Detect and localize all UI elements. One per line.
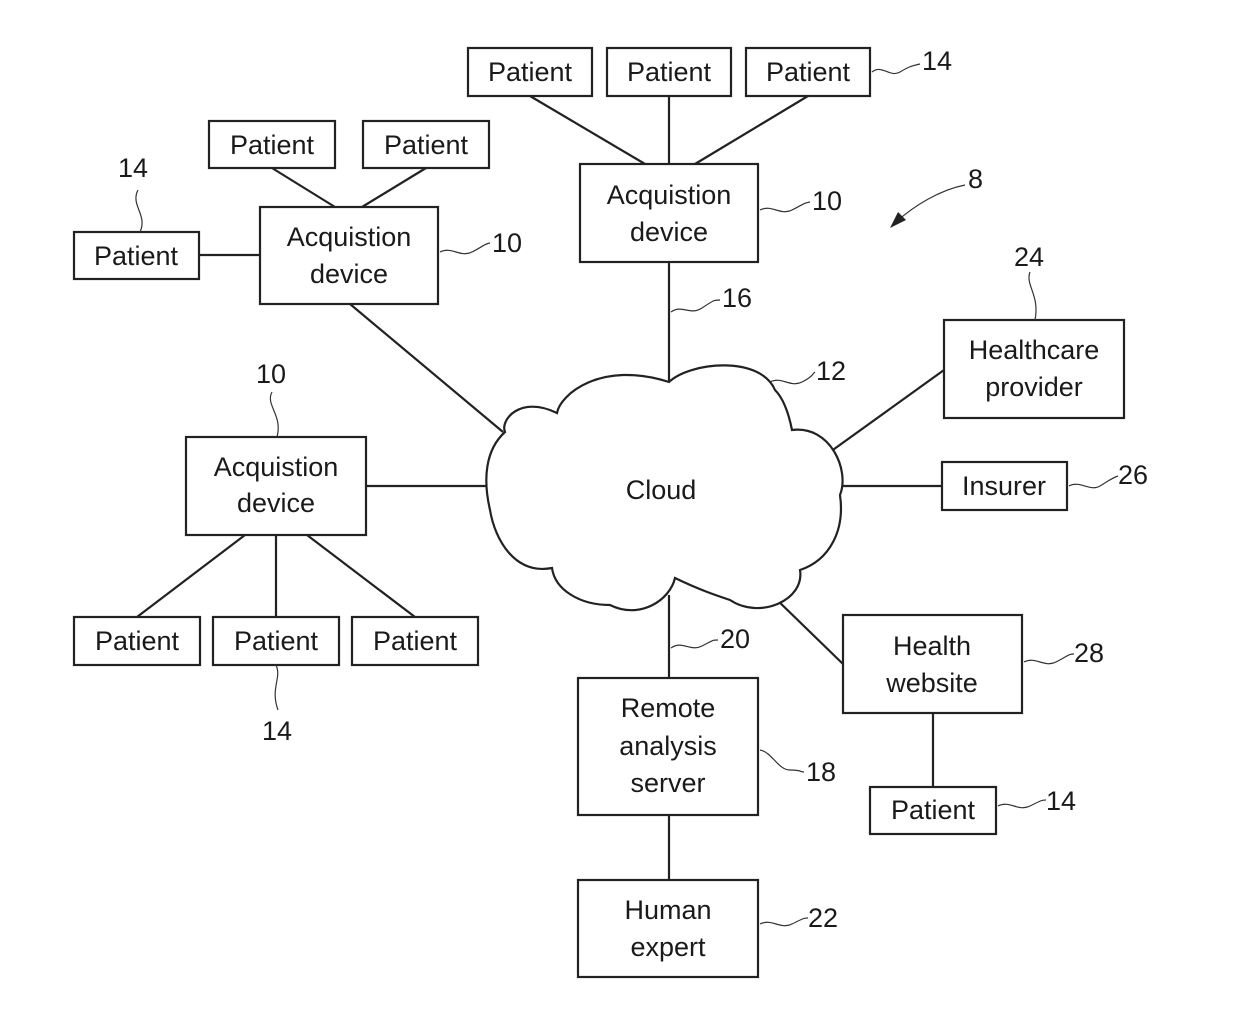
remote-analysis-server-box[interactable]: Remote analysis server: [578, 678, 758, 815]
ref-acq-left-lower: 10: [256, 359, 286, 389]
patient-box-top-3[interactable]: Patient: [746, 48, 870, 96]
patient-label: Patient: [95, 626, 180, 656]
node-label-line: Acquistion: [287, 222, 412, 252]
leader-line: [760, 918, 808, 926]
node-label-line: device: [630, 217, 708, 247]
patient-box-top-2[interactable]: Patient: [607, 48, 731, 96]
acquisition-device-top[interactable]: Acquistion device: [580, 164, 758, 262]
ref-link-top: 16: [722, 283, 752, 313]
leader-line: [760, 202, 810, 212]
node-label-line: Human: [624, 895, 711, 925]
ref-patient-left-upper: 14: [118, 153, 148, 183]
ref-link-bottom: 20: [720, 624, 750, 654]
ref-patient-left-lower: 14: [262, 716, 292, 746]
edge-patient-top1-acq-top: [530, 96, 645, 164]
leader-line: [896, 185, 965, 222]
edge-patient-lu1-acq-lu: [272, 168, 335, 207]
node-label-line: expert: [630, 932, 706, 962]
acquisition-device-left-upper[interactable]: Acquistion device: [260, 207, 438, 304]
edge-acq-lu-cloud: [350, 304, 503, 432]
edge-patient-lu2-acq-lu: [362, 168, 426, 207]
leader-line: [1024, 654, 1074, 664]
node-label-line: device: [237, 488, 315, 518]
insurer-box[interactable]: Insurer: [942, 462, 1067, 510]
arrowhead-icon: [890, 212, 906, 228]
ref-healthcare: 24: [1014, 242, 1044, 272]
ref-cloud: 12: [816, 356, 846, 386]
health-website-box[interactable]: Health website: [843, 615, 1022, 713]
edge-cloud-website: [773, 596, 843, 664]
edge-acq-ll-patient3: [307, 535, 415, 617]
node-label-line: Remote: [621, 693, 716, 723]
leader-line: [136, 190, 142, 232]
leader-line: [275, 665, 278, 710]
node-label-line: Health: [893, 631, 971, 661]
acquisition-device-left-lower[interactable]: Acquistion device: [186, 437, 366, 535]
cloud-label: Cloud: [626, 475, 697, 505]
patient-box-top-1[interactable]: Patient: [468, 48, 592, 96]
node-label-line: Acquistion: [607, 180, 732, 210]
healthcare-provider-box[interactable]: Healthcare provider: [944, 320, 1124, 418]
edge-patient-top3-acq-top: [695, 96, 808, 164]
patient-label: Patient: [891, 795, 976, 825]
patient-box-left-upper-2[interactable]: Patient: [363, 121, 489, 168]
leader-line: [872, 64, 920, 74]
ref-acq-top: 10: [812, 186, 842, 216]
ref-patient-top: 14: [922, 46, 952, 76]
patient-box-website[interactable]: Patient: [870, 787, 996, 834]
ref-acq-left-upper: 10: [492, 228, 522, 258]
leader-line: [671, 640, 718, 648]
ref-patient-website: 14: [1046, 786, 1076, 816]
leader-line: [760, 750, 804, 772]
patient-box-left-upper-3[interactable]: Patient: [74, 232, 199, 279]
patient-label: Patient: [373, 626, 458, 656]
patient-box-left-lower-1[interactable]: Patient: [74, 617, 200, 665]
node-label-line: device: [310, 259, 388, 289]
ref-website: 28: [1074, 638, 1104, 668]
cloud-node[interactable]: Cloud: [486, 365, 842, 610]
patient-box-left-lower-2[interactable]: Patient: [213, 617, 339, 665]
node-label-line: analysis: [619, 731, 717, 761]
patient-label: Patient: [234, 626, 319, 656]
leader-line: [770, 372, 815, 384]
leader-line: [1069, 476, 1118, 488]
leader-line: [1029, 272, 1036, 320]
ref-insurer: 26: [1118, 460, 1148, 490]
patient-label: Patient: [488, 57, 573, 87]
node-label-line: Acquistion: [214, 452, 339, 482]
leader-line: [998, 800, 1046, 808]
node-label-line: provider: [985, 372, 1083, 402]
leader-line: [440, 243, 490, 254]
ref-system: 8: [968, 164, 983, 194]
node-label-line: website: [885, 668, 978, 698]
patient-label: Patient: [94, 241, 179, 271]
node-label-line: server: [630, 768, 705, 798]
patient-box-left-upper-1[interactable]: Patient: [209, 121, 335, 168]
patient-label: Patient: [384, 130, 469, 160]
patient-label: Patient: [627, 57, 712, 87]
leader-line: [270, 392, 278, 437]
patient-label: Patient: [766, 57, 851, 87]
edge-acq-ll-patient1: [137, 535, 245, 617]
patient-label: Patient: [230, 130, 315, 160]
patient-box-left-lower-3[interactable]: Patient: [352, 617, 478, 665]
ref-server: 18: [806, 757, 836, 787]
ref-expert: 22: [808, 903, 838, 933]
human-expert-box[interactable]: Human expert: [578, 880, 758, 977]
node-label-line: Healthcare: [969, 335, 1100, 365]
edge-cloud-healthcare: [830, 370, 944, 452]
leader-line: [671, 300, 720, 312]
node-label-line: Insurer: [962, 471, 1046, 501]
